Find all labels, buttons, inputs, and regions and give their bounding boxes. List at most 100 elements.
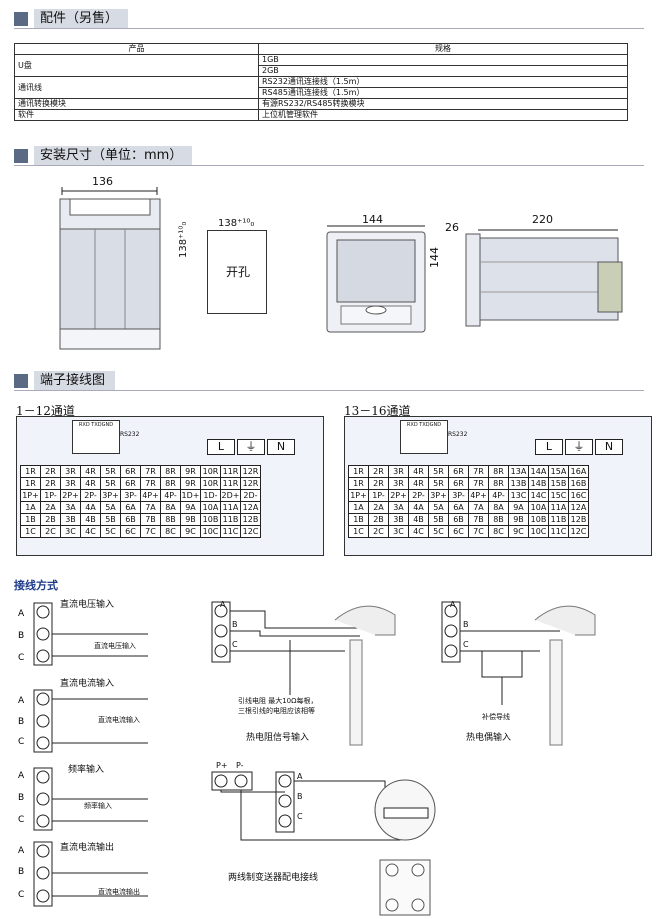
svg-text:C: C <box>18 815 24 825</box>
terminal-cell: 4C <box>408 525 429 538</box>
power-terminals: L⏚N <box>535 435 625 455</box>
terminal-cell: 10A <box>200 501 221 514</box>
terminal-cell: 12R <box>240 477 261 490</box>
terminal-cell: 7C <box>468 525 489 538</box>
terminal-cell: 6B <box>120 513 141 526</box>
terminal-cell: 1A <box>348 501 369 514</box>
terminal-cell: 11C <box>220 525 241 538</box>
terminal-cell: 11R <box>220 477 241 490</box>
terminal-cell: 3P- <box>448 489 469 502</box>
terminal-cell: 3A <box>388 501 409 514</box>
terminal-cell: 7B <box>140 513 161 526</box>
terminal-cell: 9B <box>180 513 201 526</box>
terminal-cell: 4A <box>408 501 429 514</box>
terminal-cell: 4A <box>80 501 101 514</box>
dim-depth-front: 26 <box>445 221 459 234</box>
terminal-cell: 1B <box>20 513 41 526</box>
terminal-n: N <box>267 439 295 455</box>
terminal-cell: 7A <box>140 501 161 514</box>
terminal-cell: 8A <box>160 501 181 514</box>
terminal-cell: 5C <box>100 525 121 538</box>
table-cell: U盘 <box>14 54 259 77</box>
table-row: U盘 1GB <box>14 54 628 77</box>
terminal-cell: 1D- <box>200 489 221 502</box>
terminal-cell: 6A <box>448 501 469 514</box>
terminal-cell: 2D- <box>240 489 261 502</box>
rs232-label: RS232 <box>120 431 140 438</box>
terminal-right-title: 13－16通道 <box>344 404 411 418</box>
terminal-cell: 2B <box>40 513 61 526</box>
terminal-cell: 3R <box>388 465 409 478</box>
terminal-cell: 2C <box>40 525 61 538</box>
terminal-cell: 10A <box>528 501 549 514</box>
left-wiring-drawing: ABC ABC ABC ABC <box>18 602 148 907</box>
terminal-n: N <box>595 439 623 455</box>
terminal-cell: 15C <box>548 489 569 502</box>
terminal-cell: 3R <box>60 465 81 478</box>
terminal-cell: 10C <box>528 525 549 538</box>
terminal-cell: 4P+ <box>140 489 161 502</box>
tx-c: C <box>297 812 303 821</box>
tc-wiring-drawing <box>441 601 596 746</box>
terminal-cell: 9A <box>180 501 201 514</box>
dim-depth: 220 <box>532 213 553 226</box>
terminal-cell: 1P- <box>368 489 389 502</box>
transmitter-wiring-drawing <box>211 771 436 916</box>
terminal-cell: 13C <box>508 489 529 502</box>
terminal-cell: 1B <box>348 513 369 526</box>
parts-table: 产品 规格 U盘 1GB 2GB 通讯线 RS232通讯连接线（1.5m） RS… <box>14 43 628 121</box>
terminal-cell: 4B <box>80 513 101 526</box>
table-cell: 有源RS232/RS485转换模块 <box>258 98 628 110</box>
rtd-a: A <box>220 600 226 609</box>
terminal-cell: 1P+ <box>348 489 369 502</box>
section-dimensions: 安装尺寸（单位：mm） <box>14 145 644 166</box>
terminal-cell: 4B <box>408 513 429 526</box>
terminal-cell: 10B <box>200 513 221 526</box>
port-label: RXD TXDGND <box>406 422 442 428</box>
terminal-cell: 1P- <box>40 489 61 502</box>
terminal-cell: 4R <box>408 465 429 478</box>
svg-text:A: A <box>18 846 25 856</box>
svg-text:A: A <box>18 609 25 619</box>
terminal-cell: 14A <box>528 465 549 478</box>
terminal-cell: 2P+ <box>388 489 409 502</box>
transmitter-title: 两线制变送器配电接线 <box>228 873 319 883</box>
terminal-cell: 5B <box>428 513 449 526</box>
terminal-cell: 9A <box>508 501 529 514</box>
dim-cut-height: 138⁺¹⁰₀ <box>178 221 189 258</box>
terminal-cell: 15A <box>548 465 569 478</box>
terminal-cell: 16B <box>568 477 589 490</box>
rtd-c: C <box>232 640 238 649</box>
terminal-cell: 4P+ <box>468 489 489 502</box>
terminal-cell: 2A <box>40 501 61 514</box>
terminal-cell: 11B <box>220 513 241 526</box>
terminal-cell: 8C <box>488 525 509 538</box>
table-cell: 软件 <box>14 109 259 121</box>
terminal-cell: 3B <box>388 513 409 526</box>
dc-out-block: ABC <box>18 841 148 907</box>
terminal-cell: 1R <box>348 477 369 490</box>
dim-cut-width: 138⁺¹⁰₀ <box>218 218 255 229</box>
svg-text:B: B <box>18 867 24 877</box>
svg-text:B: B <box>18 717 24 727</box>
terminal-cell: 10R <box>200 477 221 490</box>
terminal-cell: 2R <box>40 477 61 490</box>
terminal-cell: 5R <box>100 477 121 490</box>
terminal-cell: 14C <box>528 489 549 502</box>
terminal-cell: 3A <box>60 501 81 514</box>
freq-title: 频率输入 <box>68 765 105 775</box>
terminal-cell: 6A <box>120 501 141 514</box>
table-header: 规格 <box>258 43 628 55</box>
terminal-cell: 7R <box>468 477 489 490</box>
terminal-cell: 3P- <box>120 489 141 502</box>
section-marker-icon <box>14 374 28 388</box>
terminal-cell: 8R <box>488 477 509 490</box>
terminal-cell: 12B <box>568 513 589 526</box>
terminal-cell: 1C <box>348 525 369 538</box>
